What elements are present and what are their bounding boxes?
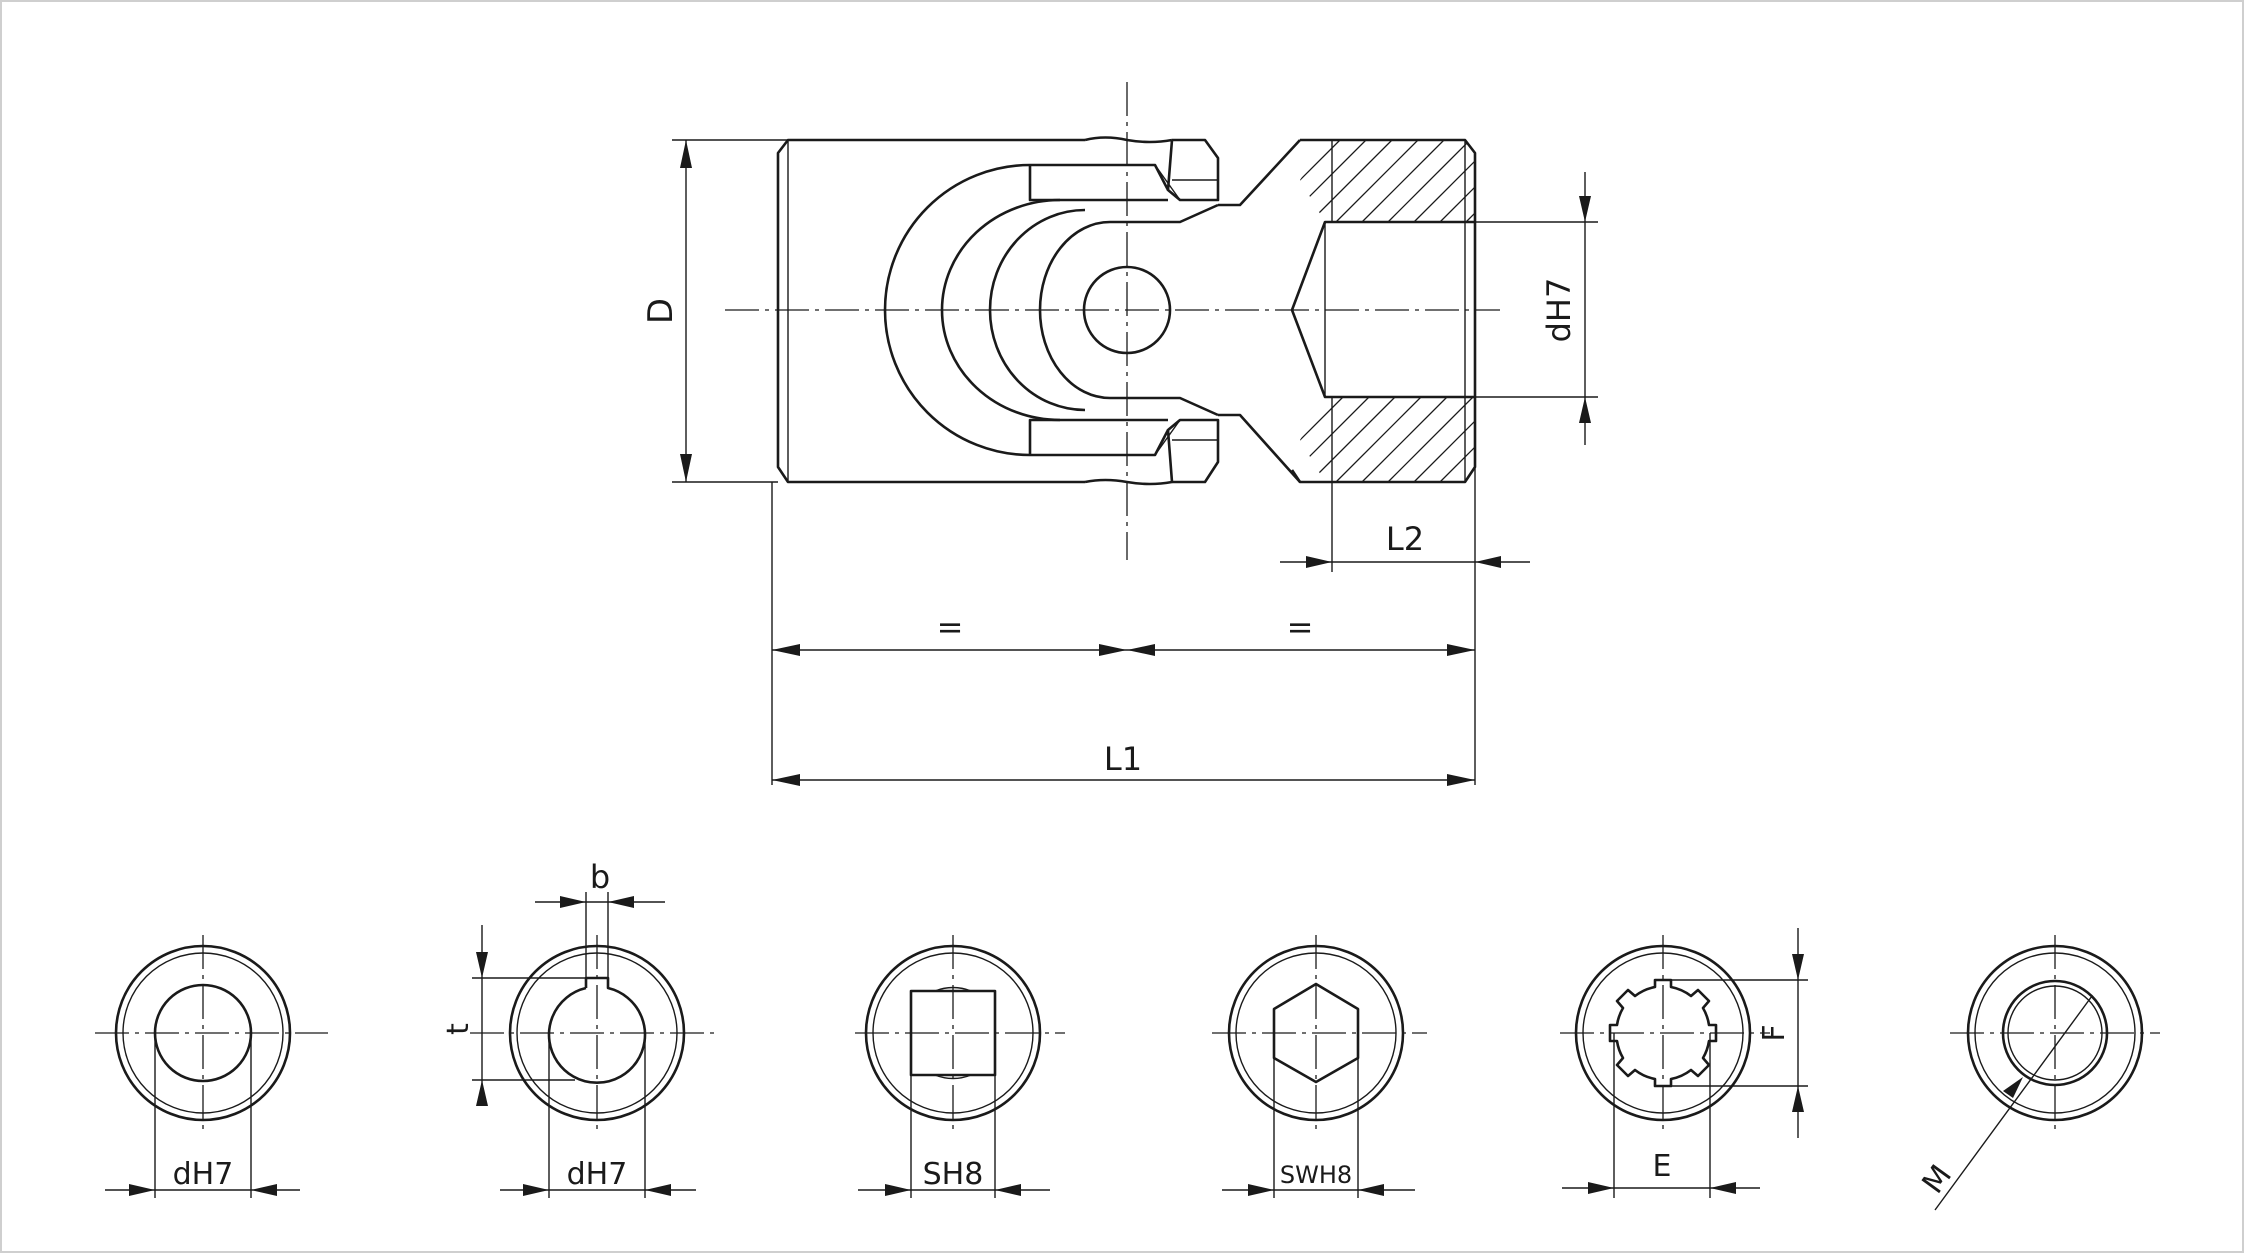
label-bore-diameter: dH7 [1540, 278, 1578, 343]
label-hex-bore: SWH8 [1280, 1161, 1352, 1189]
section-hex-bore: SWH8 [1212, 935, 1427, 1198]
hatch-line [1413, 140, 1475, 222]
hatch-line [1439, 140, 1475, 222]
hatch-line [1309, 397, 1396, 482]
label-spline-depth: F [1757, 1024, 1792, 1041]
section-spline-bore: F E [1560, 928, 1808, 1198]
cross-pin [1082, 265, 1172, 355]
hatch-line [1596, 140, 1678, 222]
hatch-line [1387, 140, 1471, 222]
hatch-line [1492, 397, 1577, 482]
dimension-d: D [641, 139, 788, 483]
section-round-bore: dH7 [95, 935, 328, 1198]
hatch-line [1180, 140, 1262, 222]
hatch-line [1361, 140, 1445, 222]
label-keyway-bore: dH7 [567, 1157, 628, 1192]
dimension-l1: L1 [772, 650, 1476, 786]
hatch-line [1300, 140, 1341, 222]
hatch-line [1300, 140, 1315, 222]
hatch-line [1309, 140, 1393, 222]
hatch-line [1492, 140, 1574, 222]
hatch-line [1335, 397, 1422, 482]
label-d: D [641, 298, 681, 324]
label-spline-bore: E [1653, 1149, 1672, 1184]
hatch-line [1361, 397, 1448, 482]
yoke-outer-arc [883, 163, 1031, 457]
section-hatching-bottom [1300, 397, 1681, 482]
left-hub [776, 138, 1085, 484]
yoke-inner-arc [1038, 220, 1111, 400]
label-keyway-depth: t [441, 1023, 476, 1035]
section-square-bore: SH8 [855, 935, 1065, 1198]
label-l1: L1 [1104, 740, 1142, 778]
dimension-l2: L2 [1280, 467, 1530, 650]
hatch-line [1596, 397, 1681, 482]
section-threaded-bore: M [1916, 935, 2160, 1211]
neck [1218, 139, 1301, 483]
hatch-line [1300, 397, 1370, 482]
label-round-bore: dH7 [173, 1157, 234, 1192]
hatch-line [1465, 397, 1475, 482]
section-keyway-bore: b t dH7 [441, 858, 720, 1198]
lower-fork-prong [1166, 418, 1220, 484]
yoke-arc-3 [988, 208, 1086, 412]
left-hub-top-saddle [1084, 136, 1173, 144]
hatch-line [1387, 397, 1474, 482]
spline-profile [1608, 978, 1718, 1088]
hatch-line [1518, 397, 1603, 482]
hatch-line [1300, 397, 1344, 482]
joint-side-view [725, 82, 1681, 560]
right-hub-bore [1290, 220, 1475, 399]
section-hatching-top [1180, 140, 1678, 222]
hatch-line [1465, 140, 1475, 222]
hatch-line [1439, 397, 1475, 482]
hatch-line [1335, 140, 1419, 222]
dimension-halves: = = [771, 482, 1475, 785]
label-threaded-bore: M [1916, 1159, 1960, 1201]
label-l2: L2 [1386, 520, 1424, 558]
left-hub-bottom-saddle [1084, 478, 1173, 486]
hatch-line [1413, 397, 1475, 482]
label-keyway-width: b [590, 858, 610, 896]
label-half-left: = [937, 608, 964, 646]
label-square-bore: SH8 [923, 1157, 984, 1192]
hatch-line [1300, 397, 1318, 482]
dimension-bore-diameter: dH7 [1475, 172, 1598, 445]
upper-fork-prong [1166, 138, 1220, 202]
right-hub [1290, 138, 1477, 484]
hatch-line [1300, 140, 1367, 222]
label-half-right: = [1287, 608, 1314, 646]
yoke-arc-2 [940, 198, 1061, 422]
